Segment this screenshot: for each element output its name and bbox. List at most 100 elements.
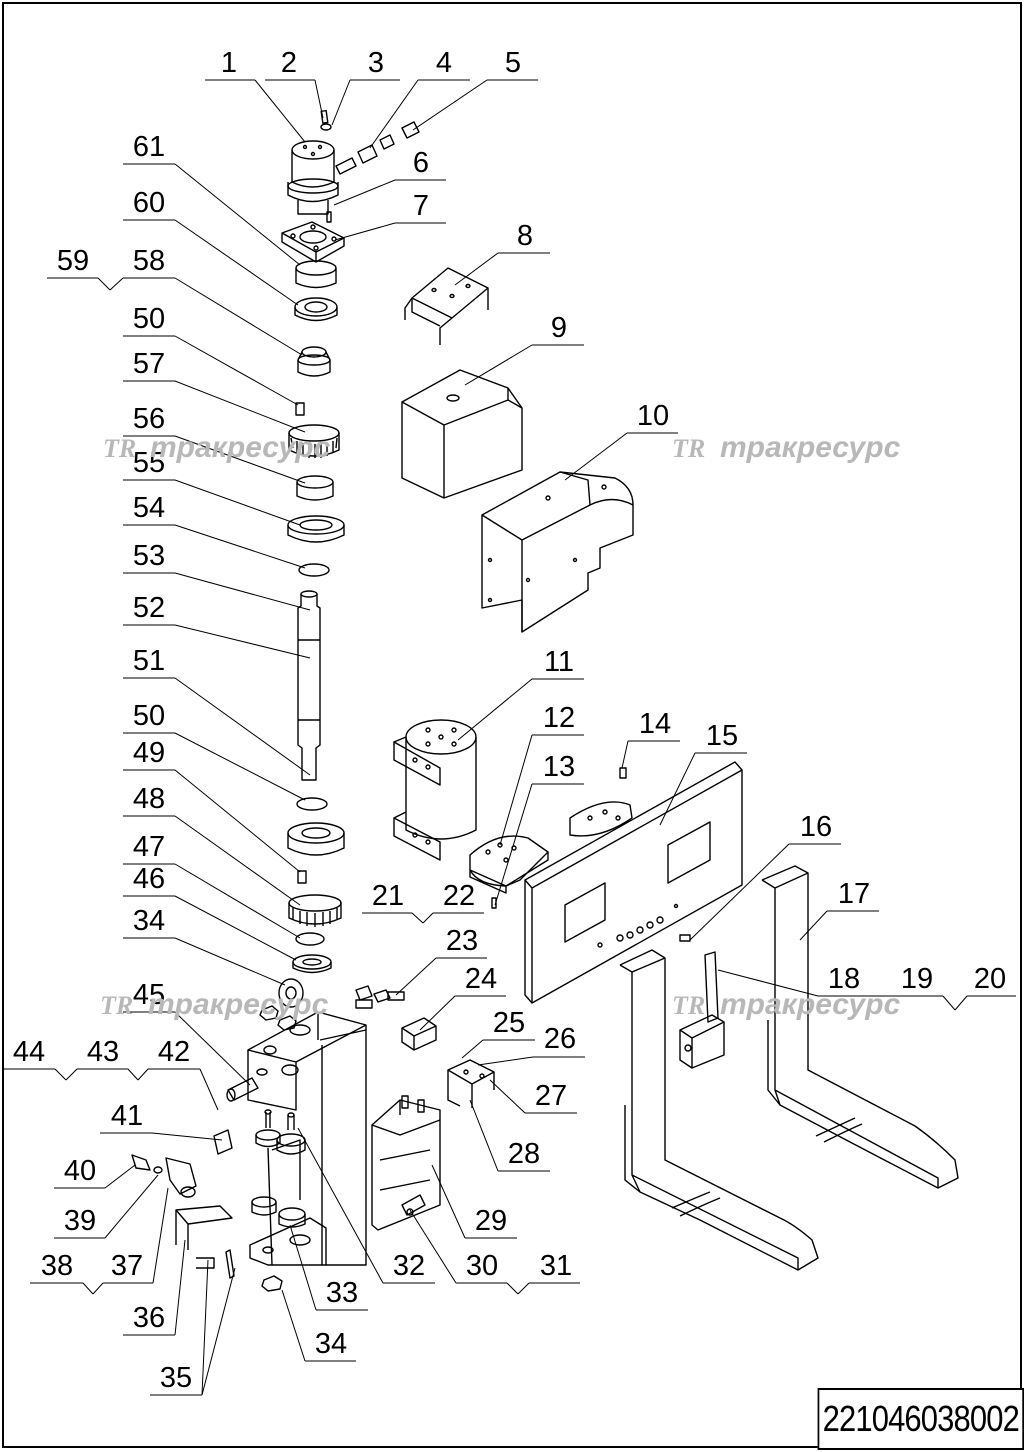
callout-58: 58 (133, 245, 165, 277)
watermark: TR тракресурс (672, 431, 901, 464)
callout-21: 21 (372, 880, 404, 912)
callout-11: 11 (544, 646, 574, 678)
main-housing (247, 1011, 367, 1266)
callout-36: 36 (133, 1302, 165, 1334)
watermark: TR тракресурс (672, 988, 901, 1021)
callout-7: 7 (413, 190, 429, 222)
callout-5: 5 (505, 47, 521, 79)
bushing (295, 260, 337, 289)
svg-text:тракресурс: тракресурс (150, 431, 331, 464)
callout-39: 39 (64, 1205, 96, 1237)
callout-57: 57 (133, 348, 165, 380)
pin-45 (226, 1077, 259, 1102)
callout-31: 31 (540, 1250, 572, 1282)
callout-30: 30 (466, 1250, 498, 1282)
callout-13: 13 (543, 751, 575, 783)
callout-50: 50 (133, 700, 165, 732)
callout-18: 18 (828, 963, 860, 995)
bushing-2 (296, 475, 334, 501)
callout-20: 20 (974, 963, 1006, 995)
svg-text:TR: TR (103, 434, 136, 463)
callout-32: 32 (393, 1250, 425, 1282)
callout-8: 8 (517, 220, 533, 252)
callout-41: 41 (111, 1100, 143, 1132)
callout-54: 54 (133, 492, 165, 524)
switches (355, 985, 405, 1009)
callout-4: 4 (436, 47, 452, 79)
callout-9: 9 (551, 312, 567, 344)
side-housing (371, 1095, 441, 1231)
callout-33: 33 (326, 1277, 358, 1309)
callout-56: 56 (133, 403, 165, 435)
watermark: TR тракресурс (100, 988, 329, 1021)
swivel-motor (287, 140, 339, 215)
callout-34: 34 (315, 1328, 347, 1360)
callout-2: 2 (281, 47, 297, 79)
svg-text:тракресурс: тракресурс (148, 988, 329, 1021)
fork-break-marks (671, 1117, 863, 1217)
callout-15: 15 (706, 720, 738, 752)
svg-text:TR: TR (672, 434, 705, 463)
gear-upper (288, 424, 340, 458)
callout-50: 50 (133, 303, 165, 335)
cover-9 (401, 369, 523, 499)
callout-12: 12 (543, 702, 575, 734)
callout-59: 59 (57, 245, 89, 277)
flange-plate (469, 835, 549, 909)
svg-text:тракресурс: тракресурс (720, 431, 901, 464)
bearing-34 (278, 978, 304, 1008)
callout-60: 60 (133, 187, 165, 219)
callout-10: 10 (637, 400, 669, 432)
callout-3: 3 (368, 47, 384, 79)
shaft (297, 590, 321, 781)
callout-45: 45 (133, 979, 165, 1011)
sensor-bracket (401, 1017, 437, 1051)
fittings (320, 109, 420, 223)
bearing-55 (287, 515, 345, 543)
sensor-parts (131, 1129, 235, 1279)
nut-upper (259, 1005, 279, 1021)
snap-ring-47 (295, 932, 325, 946)
callout-43: 43 (87, 1036, 119, 1068)
callout-49: 49 (133, 737, 165, 769)
callout-17: 17 (838, 878, 870, 910)
snap-ring-54 (298, 563, 330, 577)
svg-text:TR: TR (100, 991, 133, 1020)
callout-37: 37 (111, 1250, 143, 1282)
watermarks: TR тракресурс TR тракресурс TR тракресур… (100, 431, 901, 1021)
fork-right (761, 865, 959, 1189)
watermark: TR тракресурс (103, 431, 331, 464)
callout-14: 14 (639, 708, 671, 740)
callout-53: 53 (133, 540, 165, 572)
mounting-bracket (447, 1059, 495, 1108)
callout-61: 61 (133, 131, 165, 163)
callout-47: 47 (133, 831, 165, 863)
key-lower (297, 870, 307, 884)
callout-52: 52 (133, 592, 165, 624)
callout-25: 25 (493, 1007, 525, 1039)
fork-lock (679, 951, 725, 1069)
drawing-code: 221046038002 (817, 1388, 1024, 1450)
bearing-upper (294, 297, 338, 322)
callout-46: 46 (133, 863, 165, 895)
callout-19: 19 (901, 963, 933, 995)
hub (297, 346, 331, 377)
callout-48: 48 (133, 783, 165, 815)
callout-34: 34 (133, 905, 165, 937)
bracket-8 (404, 267, 489, 345)
fork-left (619, 949, 819, 1271)
key-upper (295, 402, 305, 416)
nut-upper-2 (277, 1015, 297, 1031)
callout-35: 35 (160, 1362, 192, 1394)
bearing-46 (292, 954, 332, 974)
leader-lines (2, 79, 1016, 1396)
cover-10 (481, 471, 634, 633)
callout-26: 26 (544, 1023, 576, 1055)
callout-6: 6 (413, 147, 429, 179)
callout-28: 28 (508, 1138, 540, 1170)
bearing-lower (287, 822, 345, 856)
callout-27: 27 (535, 1080, 567, 1112)
callout-55: 55 (133, 447, 165, 479)
